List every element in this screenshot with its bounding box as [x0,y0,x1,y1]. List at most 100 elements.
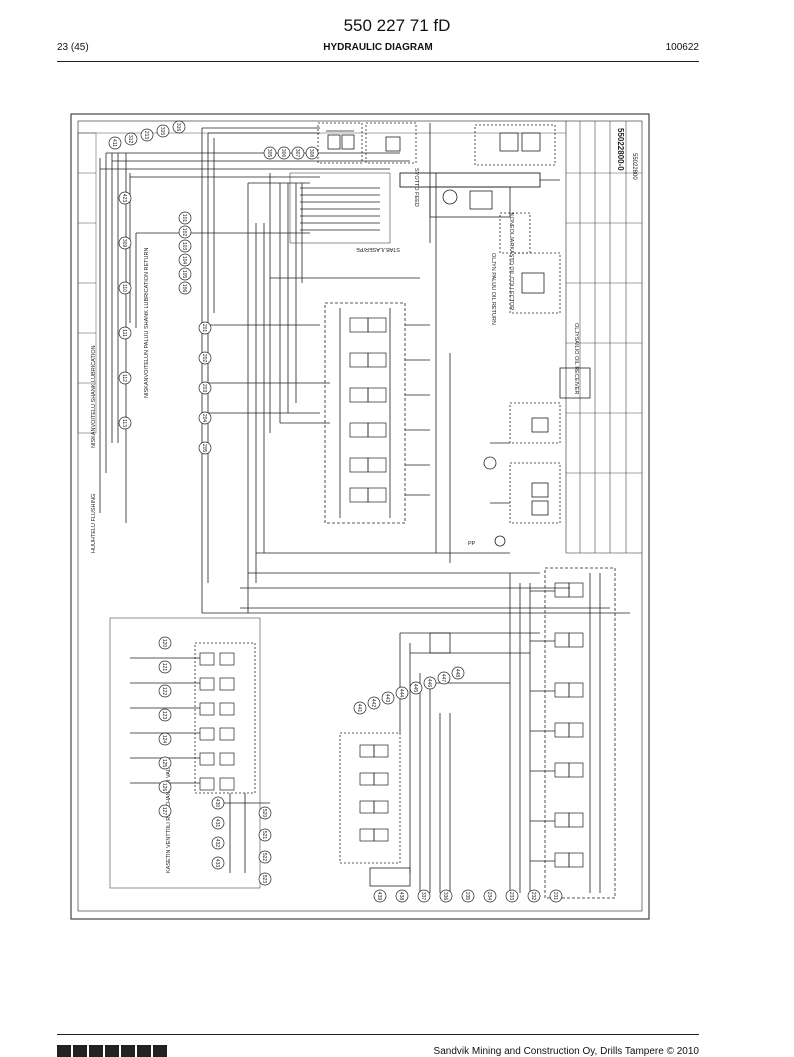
shank-lubrication-return-label: NISKANVOITELUN PALUU SHANK LUBRICATION R… [144,248,150,398]
callout-number: 235 [464,892,470,901]
callout-bubble [158,684,172,698]
footer-copyright: Sandvik Mining and Construction Oy, Dril… [433,1046,699,1057]
callout-number: 123 [161,711,167,720]
callout-bubble [527,889,541,903]
stab-label: STAB./LASER/PE [356,246,400,252]
callout-bubble [172,120,186,134]
section-title: HYDRAULIC DIAGRAM [323,42,433,53]
callout-number: 306 [280,149,286,158]
sandvik-logo [57,1045,167,1057]
callout-bubble [118,236,132,250]
callout-bubble [417,889,431,903]
drawing-number: 55022800-0 [616,128,625,171]
callout-bubble [140,128,154,142]
callout-bubble [409,681,423,695]
callout-number: 305 [266,149,272,158]
callout-number: 309 [121,239,127,248]
callout-bubble [211,816,225,830]
callout-bubble [158,708,172,722]
callout-number: 448 [454,669,460,678]
callout-bubble [451,666,465,680]
callout-number: 447 [440,674,446,683]
callout-number: 113 [121,419,127,427]
callout-bubble [505,889,519,903]
callout-number: 308 [308,149,314,158]
callout-bubble [373,889,387,903]
callout-bubble [158,804,172,818]
callout-number: 444 [398,689,404,698]
callout-bubble [381,691,395,705]
callout-number: 110 [121,284,127,292]
rod-changer-label: KASETIN VENTTIILI ROD CHANGER VALVE [166,761,172,873]
callout-number: 126 [161,783,167,792]
callout-bubble [178,211,192,225]
callout-number: 522 [261,853,267,862]
callout-number: 432 [214,839,220,848]
callout-number: 232 [530,892,536,901]
footer-rule [57,1034,699,1035]
callout-number: 337 [420,892,426,901]
callout-bubble [291,146,305,160]
callout-number: 520 [261,809,267,818]
callout-number: 203 [201,384,207,393]
callout-bubble [277,146,291,160]
callout-number: 120 [161,639,167,648]
callout-number: 122 [161,687,167,696]
callout-number: 307 [294,149,300,158]
callout-bubble [118,281,132,295]
flushing-label: HUUHTELU FLUSHING [91,494,97,553]
callout-bubble [211,836,225,850]
header-rule [57,61,699,62]
callout-bubble [178,253,192,267]
oil-collector-label: KONEOLJARKASTO OIL COLLECTOR [508,213,514,310]
callout-number: 103 [181,242,187,251]
callout-bubble [198,351,212,365]
callout-bubble [439,889,453,903]
callout-bubble [118,191,132,205]
callout-bubble [211,856,225,870]
callout-number: 213 [143,131,149,140]
callout-bubble [178,239,192,253]
callout-bubble [178,281,192,295]
callout-number: 443 [384,694,390,703]
pp-label: PP [468,541,476,547]
callout-bubble [258,806,272,820]
callout-bubble [156,124,170,138]
callout-bubble [158,636,172,650]
callout-number: 127 [161,807,167,816]
callout-number: 433 [214,859,220,868]
callout-number: 204 [201,414,207,423]
callout-number: 441 [356,704,362,713]
callout-number: 102 [181,228,187,237]
callout-number: 442 [370,699,376,708]
callout-bubble [198,381,212,395]
shank-lubrication-label: NISKANVOITELU SHANK LUBRICATION [91,345,97,448]
callout-bubble [118,326,132,340]
callout-number: 231 [552,892,558,901]
callout-bubble [158,732,172,746]
callout-number: 523 [261,875,267,884]
feed-label: SYOTTO FEED [413,168,419,207]
callout-number: 445 [412,684,418,693]
callout-bubble [108,136,122,150]
callout-number: 316 [175,123,181,132]
callout-number: 446 [426,679,432,688]
callout-number: 201 [201,324,207,333]
callout-number: 112 [121,374,127,382]
callout-bubble [158,756,172,770]
callout-number: 205 [201,444,207,453]
callout-bubble [178,267,192,281]
callout-bubble [158,780,172,794]
hydraulic-diagram: NISKANVOITELUN PALUU SHANK LUBRICATION R… [70,113,650,920]
callout-number: 423 [121,194,127,203]
page-count: 23 (45) [57,42,89,53]
callout-bubble [211,796,225,810]
callout-bubble [198,411,212,425]
callout-bubble [178,225,192,239]
callout-bubble [395,686,409,700]
callout-number: 430 [214,799,220,808]
callout-bubble [124,132,138,146]
oil-return-label: OLJYN PALUU OIL RETURN [490,253,496,325]
callout-bubble [305,146,319,160]
oil-receiver-label: OLJYSAILIO OIL RECEIVER [573,323,579,394]
